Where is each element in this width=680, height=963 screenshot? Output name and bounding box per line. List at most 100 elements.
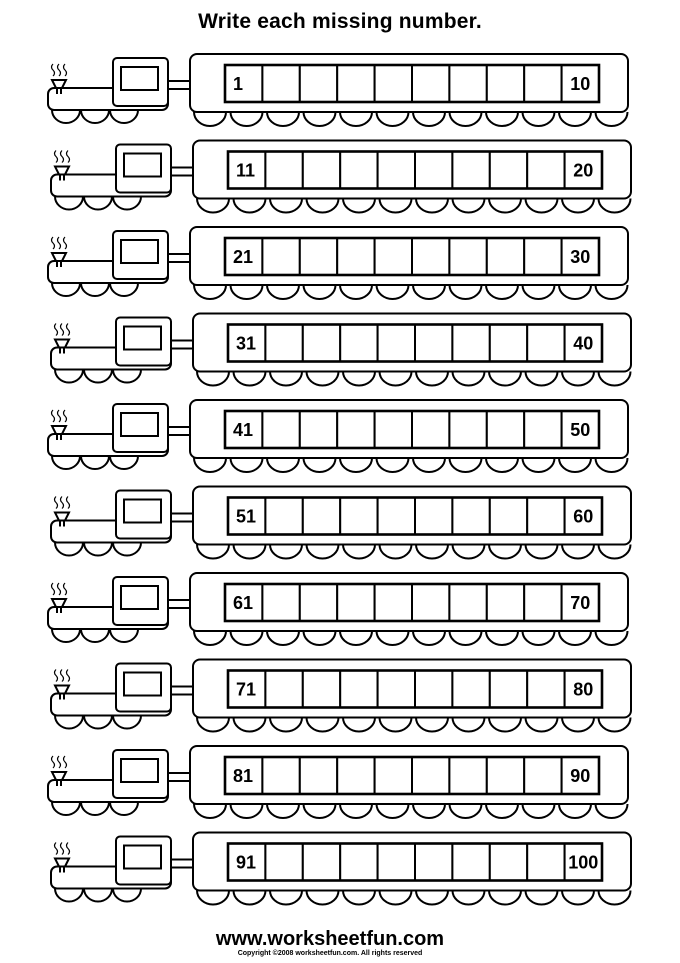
missing-number-box[interactable] [523, 64, 563, 103]
missing-number-box[interactable] [414, 323, 454, 363]
missing-number-box[interactable] [298, 756, 339, 795]
carriage-wheel [193, 803, 227, 819]
missing-number-box[interactable] [488, 842, 529, 882]
end-number: 50 [570, 420, 590, 440]
carriage-wheel [266, 111, 300, 127]
carriage-wheel [485, 457, 519, 473]
missing-number-box[interactable] [298, 583, 339, 622]
engine-window [123, 671, 162, 697]
missing-number-box[interactable] [485, 237, 526, 276]
missing-number-box[interactable] [376, 323, 417, 363]
missing-number-box[interactable] [336, 756, 376, 795]
missing-number-box[interactable] [264, 669, 304, 709]
missing-number-box[interactable] [261, 237, 301, 276]
missing-number-box[interactable] [523, 410, 563, 449]
missing-number-box[interactable] [264, 842, 304, 882]
carriage-wheel [342, 890, 376, 906]
smoke-puff [65, 842, 71, 855]
missing-number-box[interactable] [448, 756, 488, 795]
missing-number-box[interactable] [298, 237, 339, 276]
missing-number-box[interactable] [448, 410, 488, 449]
missing-number-box[interactable] [526, 150, 566, 190]
missing-number-box[interactable] [339, 496, 379, 536]
missing-number-box[interactable] [261, 583, 301, 622]
missing-number-box[interactable] [451, 150, 491, 190]
missing-number-box[interactable] [301, 496, 342, 536]
missing-number-box[interactable] [411, 583, 451, 622]
missing-number-box[interactable] [336, 237, 376, 276]
missing-number-box[interactable] [411, 64, 451, 103]
copyright-notice: Copyright ©2008 worksheetfun.com. All ri… [237, 950, 423, 957]
missing-number-box[interactable] [301, 150, 342, 190]
missing-number-box[interactable] [298, 410, 339, 449]
carriage-wheel [597, 717, 632, 733]
missing-number-box[interactable] [485, 64, 526, 103]
missing-number-box[interactable] [264, 150, 304, 190]
carriage-wheel [521, 111, 556, 127]
missing-number-box[interactable] [414, 496, 454, 536]
carriage-wheel [196, 544, 230, 560]
missing-number-box[interactable] [339, 842, 379, 882]
missing-number-box[interactable] [373, 756, 414, 795]
missing-number-box[interactable] [451, 496, 491, 536]
missing-number-box[interactable] [339, 323, 379, 363]
train-engine [47, 403, 190, 470]
carriage-wheel [488, 544, 522, 560]
missing-number-box[interactable] [373, 237, 414, 276]
missing-number-box[interactable] [264, 323, 304, 363]
missing-number-box[interactable] [414, 150, 454, 190]
missing-number-box[interactable] [261, 64, 301, 103]
missing-number-box[interactable] [336, 64, 376, 103]
missing-number-box[interactable] [488, 669, 529, 709]
missing-number-box[interactable] [373, 583, 414, 622]
missing-number-box[interactable] [411, 756, 451, 795]
missing-number-box[interactable] [448, 583, 488, 622]
missing-number-box[interactable] [376, 496, 417, 536]
smoke-puff [56, 409, 62, 423]
carriage-wheel [339, 457, 373, 473]
missing-number-box[interactable] [448, 237, 488, 276]
missing-number-box[interactable] [261, 410, 301, 449]
missing-number-box[interactable] [376, 842, 417, 882]
missing-number-box[interactable] [523, 237, 563, 276]
missing-number-box[interactable] [448, 64, 488, 103]
missing-number-box[interactable] [301, 323, 342, 363]
missing-number-box[interactable] [523, 756, 563, 795]
missing-number-box[interactable] [451, 842, 491, 882]
carriage-wheel [448, 284, 483, 300]
missing-number-box[interactable] [414, 669, 454, 709]
missing-number-box[interactable] [261, 756, 301, 795]
missing-number-box[interactable] [336, 583, 376, 622]
missing-number-box[interactable] [339, 150, 379, 190]
missing-number-box[interactable] [485, 756, 526, 795]
missing-number-box[interactable] [526, 496, 566, 536]
missing-number-box[interactable] [526, 669, 566, 709]
missing-number-box[interactable] [298, 64, 339, 103]
engine-window [123, 152, 162, 178]
missing-number-box[interactable] [485, 583, 526, 622]
missing-number-box[interactable] [451, 323, 491, 363]
missing-number-box[interactable] [339, 669, 379, 709]
missing-number-box[interactable] [376, 150, 417, 190]
missing-number-box[interactable] [526, 842, 566, 882]
missing-number-box[interactable] [488, 150, 529, 190]
smoke-puff [50, 755, 56, 769]
missing-number-box[interactable] [301, 842, 342, 882]
missing-number-box[interactable] [376, 669, 417, 709]
missing-number-box[interactable] [373, 64, 414, 103]
missing-number-box[interactable] [373, 410, 414, 449]
missing-number-box[interactable] [414, 842, 454, 882]
missing-number-box[interactable] [411, 410, 451, 449]
missing-number-box[interactable] [264, 496, 304, 536]
missing-number-box[interactable] [488, 323, 529, 363]
missing-number-box[interactable] [336, 410, 376, 449]
missing-number-box[interactable] [451, 669, 491, 709]
missing-number-box[interactable] [488, 496, 529, 536]
missing-number-box[interactable] [485, 410, 526, 449]
missing-number-box[interactable] [411, 237, 451, 276]
missing-number-box[interactable] [523, 583, 563, 622]
missing-number-box[interactable] [301, 669, 342, 709]
missing-number-box[interactable] [526, 323, 566, 363]
